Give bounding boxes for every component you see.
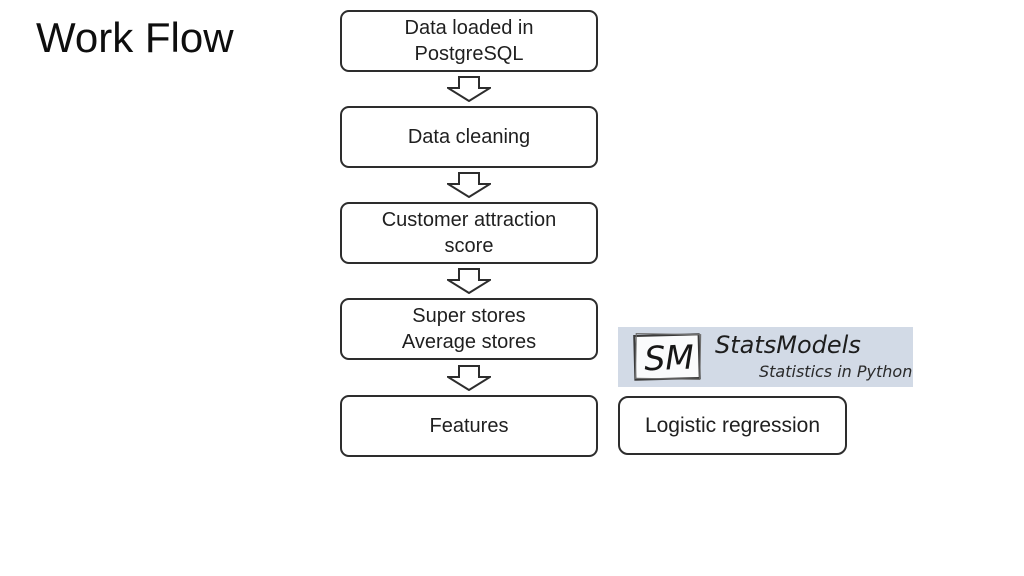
logistic-regression-box: Logistic regression	[618, 396, 847, 455]
flow-box-features: Features	[340, 395, 598, 457]
slide-title: Work Flow	[36, 14, 234, 61]
logo-name: StatsModels	[715, 331, 861, 359]
statsmodels-monogram-icon: SM	[633, 333, 702, 381]
flow-box-customer-attraction-score: Customer attraction score	[340, 202, 598, 264]
down-arrow-icon	[447, 268, 491, 294]
down-arrow-icon	[447, 76, 491, 102]
monogram-text: SM	[644, 338, 695, 379]
logo-tagline: Statistics in Python	[759, 362, 913, 381]
down-arrow-icon	[447, 172, 491, 198]
flow-box-data-cleaning: Data cleaning	[340, 106, 598, 168]
flow-box-store-types: Super stores Average stores	[340, 298, 598, 360]
down-arrow-icon	[447, 365, 491, 391]
flow-box-data-loaded: Data loaded in PostgreSQL	[340, 10, 598, 72]
statsmodels-logo: SM StatsModels Statistics in Python	[618, 327, 913, 387]
